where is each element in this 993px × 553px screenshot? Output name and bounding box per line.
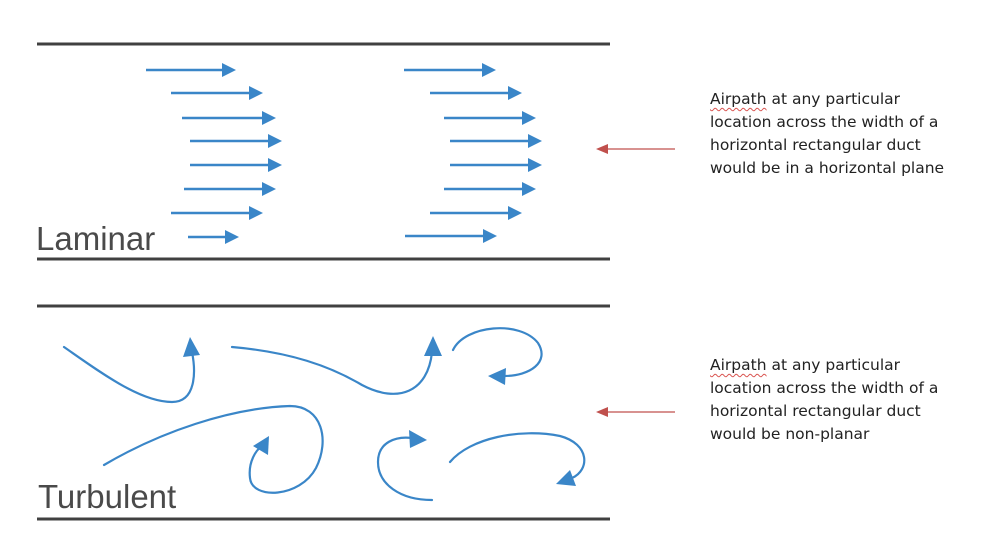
turbulent-note-line-2: location across the width of a bbox=[710, 379, 939, 397]
right-arrow-icon bbox=[430, 206, 522, 220]
left-arrow-icon bbox=[596, 407, 675, 417]
right-arrow-icon bbox=[171, 86, 263, 100]
eddy-arrow-icon bbox=[448, 432, 586, 486]
right-arrow-icon bbox=[190, 158, 282, 172]
right-arrow-icon bbox=[146, 63, 236, 77]
right-arrow-icon bbox=[184, 182, 276, 196]
right-arrow-icon bbox=[182, 111, 276, 125]
eddy-arrow-icon bbox=[376, 430, 434, 502]
right-arrow-icon bbox=[190, 134, 282, 148]
eddy-arrow-icon bbox=[451, 327, 543, 385]
laminar-note-line-3: horizontal rectangular duct bbox=[710, 136, 921, 154]
right-arrow-icon bbox=[450, 134, 542, 148]
laminar-note-line-4: would be in a horizontal plane bbox=[710, 159, 945, 177]
eddy-arrow-icon bbox=[230, 336, 442, 395]
laminar-profile-right bbox=[404, 63, 542, 243]
spellcheck-word: Airpath bbox=[710, 90, 767, 108]
laminar-note: Airpath at any particular location acros… bbox=[710, 88, 944, 180]
laminar-label: Laminar bbox=[36, 220, 156, 257]
laminar-note-line-1: Airpath at any particular bbox=[710, 88, 944, 111]
turbulent-note: Airpath at any particular location acros… bbox=[710, 354, 938, 446]
eddy-arrow-icon bbox=[102, 404, 324, 494]
turbulent-note-line-4: would be non-planar bbox=[710, 425, 870, 443]
right-arrow-icon bbox=[188, 230, 239, 244]
right-arrow-icon bbox=[171, 206, 263, 220]
turbulent-note-line-1-rest: at any particular bbox=[766, 356, 900, 374]
turbulent-label: Turbulent bbox=[38, 478, 177, 515]
right-arrow-icon bbox=[405, 229, 497, 243]
laminar-note-line-1-rest: at any particular bbox=[766, 90, 900, 108]
turbulent-note-line-3: horizontal rectangular duct bbox=[710, 402, 921, 420]
right-arrow-icon bbox=[430, 86, 522, 100]
right-arrow-icon bbox=[404, 63, 496, 77]
right-arrow-icon bbox=[444, 182, 536, 196]
left-arrow-icon bbox=[596, 144, 675, 154]
turbulent-eddies bbox=[62, 327, 586, 502]
spellcheck-word: Airpath bbox=[710, 356, 767, 374]
laminar-profile-left bbox=[146, 63, 282, 244]
laminar-note-line-2: location across the width of a bbox=[710, 113, 939, 131]
right-arrow-icon bbox=[450, 158, 542, 172]
turbulent-note-line-1: Airpath at any particular bbox=[710, 354, 938, 377]
eddy-arrow-icon bbox=[62, 337, 200, 404]
right-arrow-icon bbox=[444, 111, 536, 125]
